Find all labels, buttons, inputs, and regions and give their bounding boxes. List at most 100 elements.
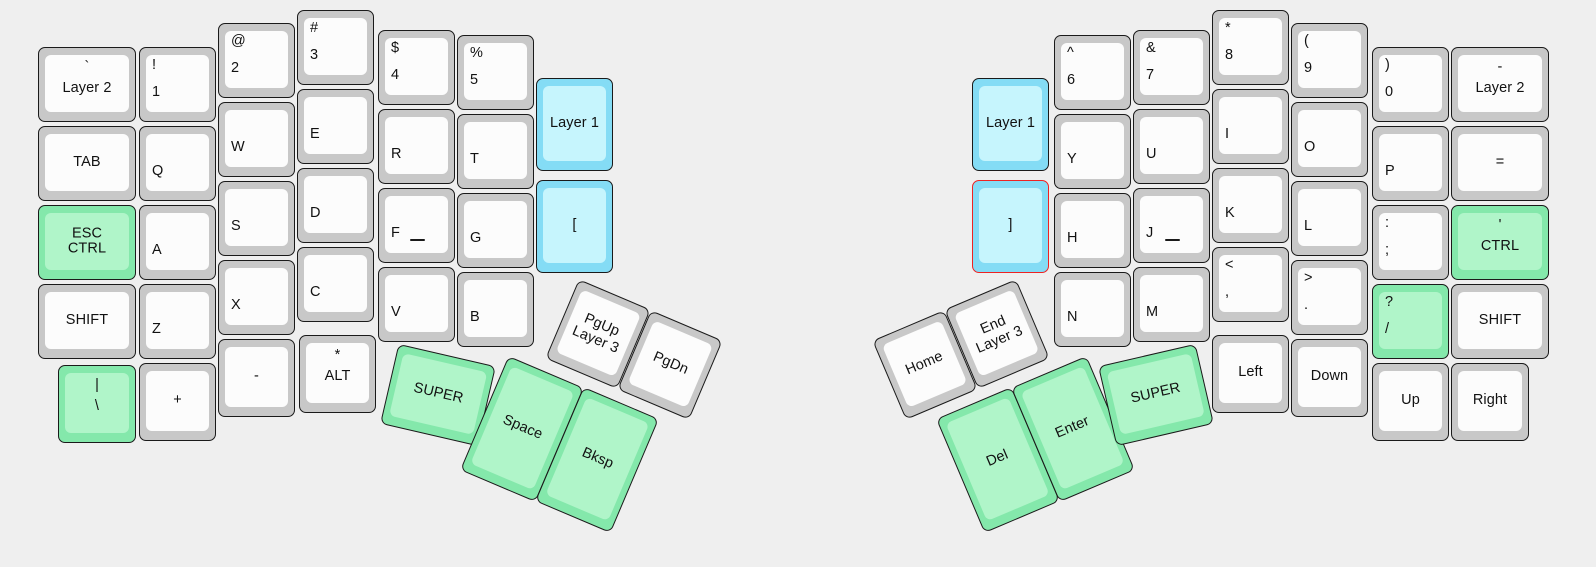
key-legend-shift: &	[1146, 40, 1156, 56]
key-r-c3-r4[interactable]: >.	[1291, 260, 1368, 335]
key-r-c6-r2[interactable]: Y	[1054, 114, 1131, 189]
key-l-c6-r2[interactable]: T	[457, 114, 534, 189]
key-legend-shift: :	[1385, 215, 1390, 231]
key-l-c3-r4[interactable]: X	[218, 260, 295, 335]
key-legend-base: A	[152, 242, 162, 258]
keycap-surface: Z	[146, 292, 209, 349]
key-r-c7-r2[interactable]: ]	[972, 180, 1049, 273]
keycap-surface: PgDn	[627, 320, 714, 408]
key-r-th-super[interactable]: SUPER	[1098, 343, 1214, 447]
keycap-surface: :;	[1379, 213, 1442, 270]
key-legend-shift: $	[391, 40, 400, 56]
key-r-c6-r1[interactable]: ^6	[1054, 35, 1131, 110]
key-legend-center: Bksp	[579, 444, 616, 473]
key-l-c3-r5[interactable]: -	[218, 339, 295, 417]
keycap-surface: H	[1061, 201, 1124, 258]
key-r-c3-r1[interactable]: (9	[1291, 23, 1368, 98]
key-legend-base: 6	[1067, 72, 1076, 88]
key-r-c1-r5[interactable]: Right	[1451, 363, 1529, 441]
key-r-c5-r1[interactable]: &7	[1133, 30, 1210, 105]
key-l-c7-r1[interactable]: Layer 1	[536, 78, 613, 171]
key-l-c3-r1[interactable]: @2	[218, 23, 295, 98]
key-legend-base: V	[391, 304, 401, 320]
keycap-surface: E	[304, 97, 367, 154]
key-l-c4-r1[interactable]: #3	[297, 10, 374, 85]
key-r-c4-r2[interactable]: I	[1212, 89, 1289, 164]
key-r-c2-r4[interactable]: ?/	[1372, 284, 1449, 359]
key-r-c4-r1[interactable]: *8	[1212, 10, 1289, 85]
key-l-c4-r3[interactable]: D	[297, 168, 374, 243]
key-r-c3-r5[interactable]: Down	[1291, 339, 1368, 417]
keycap-surface: I	[1219, 97, 1282, 154]
key-r-c6-r3[interactable]: H	[1054, 193, 1131, 268]
key-legend-base: 2	[231, 60, 240, 76]
key-r-c4-r5[interactable]: Left	[1212, 335, 1289, 413]
key-r-c1-r3[interactable]: 'CTRL	[1451, 205, 1549, 280]
keycap-surface: T	[464, 122, 527, 179]
key-l-c1-r4[interactable]: SHIFT	[38, 284, 136, 359]
key-l-c3-r3[interactable]: S	[218, 181, 295, 256]
keycap-surface: +	[146, 371, 209, 431]
key-r-c1-r4[interactable]: SHIFT	[1451, 284, 1549, 359]
key-l-c3-r2[interactable]: W	[218, 102, 295, 177]
keycap-surface: <,	[1219, 255, 1282, 312]
key-l-c2-r5[interactable]: +	[139, 363, 216, 441]
key-r-c3-r3[interactable]: L	[1291, 181, 1368, 256]
key-l-c5-r2[interactable]: R	[378, 109, 455, 184]
key-l-c5-r1[interactable]: $4	[378, 30, 455, 105]
key-l-c6-r1[interactable]: %5	[457, 35, 534, 110]
key-l-c2-r4[interactable]: Z	[139, 284, 216, 359]
key-legend-center: SUPER	[412, 379, 465, 407]
key-l-c1-r1[interactable]: `Layer 2	[38, 47, 136, 122]
key-l-c4-r4[interactable]: C	[297, 247, 374, 322]
key-r-c5-r4[interactable]: M	[1133, 267, 1210, 342]
key-r-c2-r2[interactable]: P	[1372, 126, 1449, 201]
keycap-surface: G	[464, 201, 527, 258]
key-legend-base: 4	[391, 67, 400, 83]
key-l-c7-r2[interactable]: [	[536, 180, 613, 273]
key-legend-center: CTRL	[1480, 238, 1520, 254]
key-l-c5-r4[interactable]: V	[378, 267, 455, 342]
keycap-surface: *ALT	[306, 343, 369, 403]
key-r-c2-r3[interactable]: :;	[1372, 205, 1449, 280]
keycap-surface: C	[304, 255, 367, 312]
key-l-c4-r5[interactable]: *ALT	[299, 335, 376, 413]
key-legend-center: -	[254, 368, 259, 385]
key-legend-base: C	[310, 284, 321, 300]
key-r-c6-r4[interactable]: N	[1054, 272, 1131, 347]
key-l-c4-r2[interactable]: E	[297, 89, 374, 164]
key-l-c1-r2[interactable]: TAB	[38, 126, 136, 201]
key-l-c6-r3[interactable]: G	[457, 193, 534, 268]
keycap-surface: @2	[225, 31, 288, 88]
key-legend-center: SHIFT	[65, 311, 109, 328]
key-r-c1-r1[interactable]: -Layer 2	[1451, 47, 1549, 122]
key-r-c5-r3[interactable]: J	[1133, 188, 1210, 263]
key-l-c1-r5[interactable]: |\	[58, 365, 136, 443]
key-r-c7-r1[interactable]: Layer 1	[972, 78, 1049, 171]
key-legend-base: J	[1146, 225, 1154, 241]
key-l-c2-r1[interactable]: !1	[139, 47, 216, 122]
key-r-c2-r5[interactable]: Up	[1372, 363, 1449, 441]
homing-bar-indicator	[409, 239, 425, 241]
key-r-c4-r3[interactable]: K	[1212, 168, 1289, 243]
key-l-c6-r4[interactable]: B	[457, 272, 534, 347]
key-l-c2-r2[interactable]: Q	[139, 126, 216, 201]
key-r-c3-r2[interactable]: O	[1291, 102, 1368, 177]
key-r-c1-r2[interactable]: =	[1451, 126, 1549, 201]
keycap-surface: V	[385, 275, 448, 332]
keycap-surface: ]	[979, 188, 1042, 263]
key-legend-shift: %	[470, 45, 483, 61]
key-r-c5-r2[interactable]: U	[1133, 109, 1210, 184]
key-legend-center: SUPER	[1129, 379, 1182, 407]
key-l-c5-r3[interactable]: F	[378, 188, 455, 263]
key-legend-base: R	[391, 146, 402, 162]
key-l-c2-r3[interactable]: A	[139, 205, 216, 280]
key-r-c4-r4[interactable]: <,	[1212, 247, 1289, 322]
keycap-surface: |\	[65, 373, 129, 433]
keycap-surface: *8	[1219, 18, 1282, 75]
key-r-c2-r1[interactable]: )0	[1372, 47, 1449, 122]
